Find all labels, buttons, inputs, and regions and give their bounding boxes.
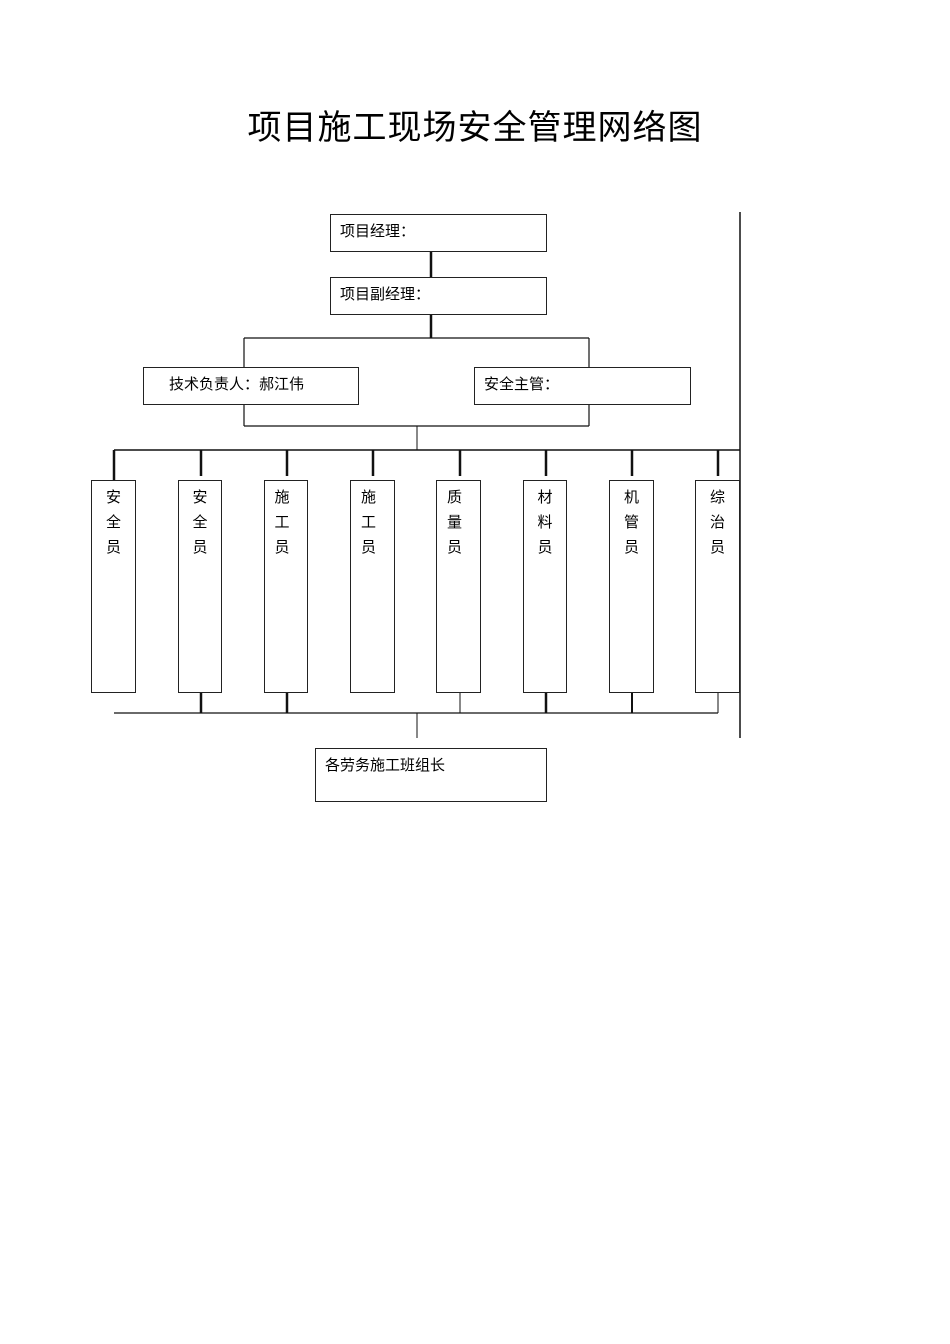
staff-box-construction-officer-1: 施工员	[264, 480, 308, 693]
staff-box-safety-officer-2: 安全员	[178, 480, 222, 693]
staff-box-safety-officer-1: 安全员	[91, 480, 136, 693]
deputy-manager-label: 项目副经理：	[340, 285, 431, 303]
staff-box-quality-officer: 质量员	[436, 480, 481, 693]
team-leaders-box: 各劳务施工班组长	[315, 748, 547, 802]
staff-box-security-officer: 综治员	[695, 480, 740, 693]
tech-lead-box: 技术负责人：郝江伟	[143, 367, 359, 405]
page-title: 项目施工现场安全管理网络图	[247, 108, 703, 148]
safety-supervisor-box: 安全主管：	[474, 367, 691, 405]
project-manager-box: 项目经理：	[330, 214, 547, 252]
staff-box-materials-officer: 材料员	[523, 480, 567, 693]
team-leaders-label: 各劳务施工班组长	[325, 756, 446, 774]
deputy-manager-box: 项目副经理：	[330, 277, 547, 315]
safety-supervisor-label: 安全主管：	[484, 375, 560, 393]
project-manager-label: 项目经理：	[340, 222, 416, 240]
tech-lead-label: 技术负责人：郝江伟	[169, 375, 305, 393]
staff-box-machinery-officer: 机管员	[609, 480, 654, 693]
staff-box-construction-officer-2: 施工员	[350, 480, 395, 693]
